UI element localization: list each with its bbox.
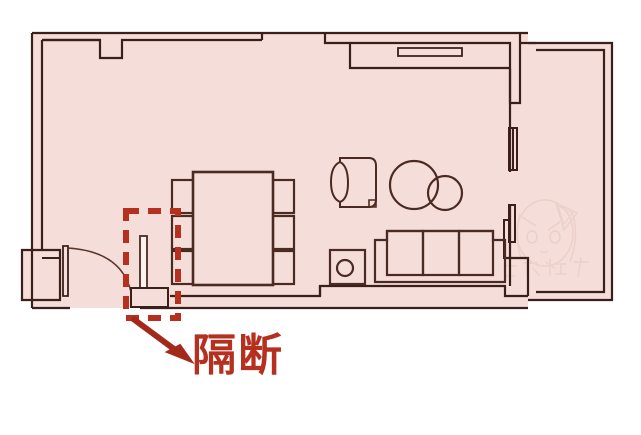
annotation-arrow-shaft xyxy=(130,315,180,355)
entry-door-leaf xyxy=(62,245,69,297)
balcony-sliding-door-upper xyxy=(508,105,518,171)
watermark-sketch xyxy=(503,199,589,278)
living-dining-room-fill xyxy=(32,33,528,308)
sliding-door-leaves xyxy=(503,105,518,259)
armchair-foot xyxy=(368,199,377,208)
armchair-seat-line xyxy=(339,161,350,203)
sofa-cushion-3 xyxy=(457,229,495,277)
dining-table xyxy=(191,170,275,287)
partition-annotation-label: 隔断 xyxy=(192,330,284,381)
annotation-arrow-head xyxy=(164,343,195,365)
wall-top-inner-left xyxy=(42,38,262,60)
side-table xyxy=(328,248,367,286)
room-fills xyxy=(22,33,612,308)
annotation-group xyxy=(123,208,195,365)
partition-highlight-box xyxy=(123,208,181,321)
wall-lower-right-jamb xyxy=(505,256,530,296)
wall-balcony-inner xyxy=(536,48,606,294)
window-mullion-top xyxy=(397,47,463,57)
partition-screen xyxy=(139,235,148,291)
balcony-fill xyxy=(528,43,612,300)
armchair xyxy=(329,157,377,208)
entry-wall-stub-inner xyxy=(42,257,61,300)
wall-bottom-main xyxy=(170,284,528,298)
round-coffee-table-small xyxy=(426,174,464,212)
round-coffee-table-large xyxy=(388,159,440,211)
wall-right-column xyxy=(508,33,522,105)
partition-base xyxy=(130,287,169,308)
wall-balcony-outer xyxy=(528,41,614,302)
furniture-group xyxy=(130,157,507,308)
table-lamp xyxy=(335,258,355,278)
